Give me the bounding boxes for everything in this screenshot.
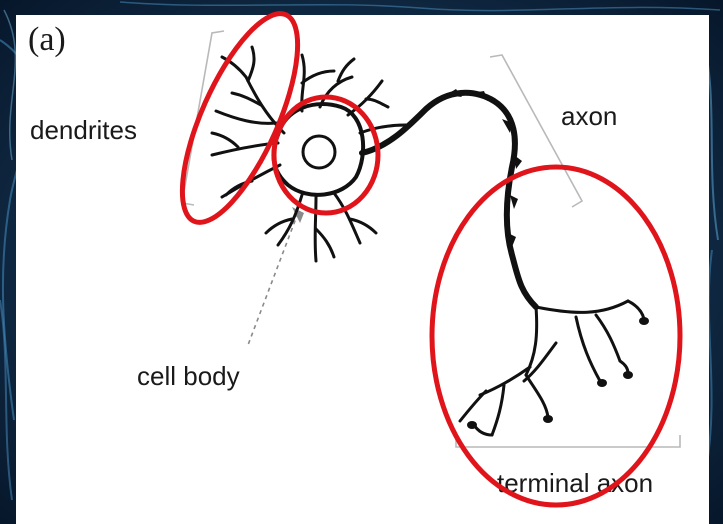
axon-trunk xyxy=(362,89,536,307)
dendrites-label: dendrites xyxy=(30,115,137,146)
cell-body-label: cell body xyxy=(137,361,240,392)
terminal-boutons xyxy=(467,317,649,429)
dendrites-bracket xyxy=(182,31,224,205)
axon-label: axon xyxy=(561,101,617,132)
terminal-axon-bracket xyxy=(456,435,680,447)
terminal-axon-label: terminal axon xyxy=(497,468,653,499)
terminal-branches xyxy=(460,301,644,435)
panel-letter: (a) xyxy=(28,21,66,59)
cell-body-pointer xyxy=(248,213,298,345)
neuron-illustration xyxy=(16,15,709,524)
figure-panel: (a) dendrites axon cell body terminal ax… xyxy=(16,15,709,524)
neuron-soma xyxy=(273,104,363,195)
